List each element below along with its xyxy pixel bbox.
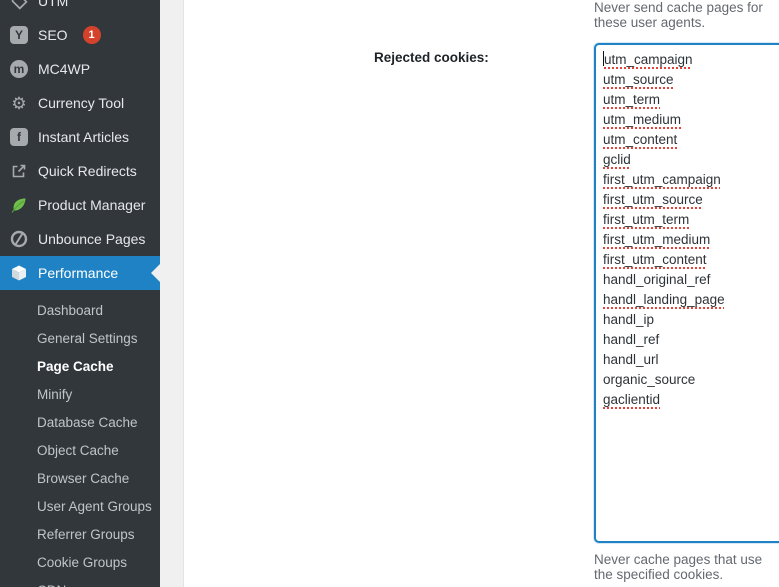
admin-content-gutter bbox=[160, 0, 183, 587]
cookie-line: first_utm_source bbox=[603, 192, 703, 207]
sidebar-item-quick-redirects[interactable]: Quick Redirects bbox=[0, 154, 160, 188]
admin-menu: UTM Y SEO 1 m MC4WP ⚙ Currency Tool f In… bbox=[0, 0, 160, 587]
mc4wp-icon: m bbox=[9, 59, 29, 79]
submenu-item-general-settings[interactable]: General Settings bbox=[37, 330, 138, 346]
rejected-cookies-label: Rejected cookies: bbox=[374, 50, 489, 65]
gear-icon: ⚙ bbox=[11, 93, 27, 113]
cookie-line: utm_term bbox=[603, 92, 661, 107]
sidebar-item-mc4wp[interactable]: m MC4WP bbox=[0, 52, 160, 86]
cookie-line: organic_source bbox=[603, 372, 696, 387]
user-agents-help-text: Never send cache pages for these user ag… bbox=[594, 0, 763, 30]
sidebar-item-label: Currency Tool bbox=[38, 95, 125, 111]
w3tc-cube-icon bbox=[9, 263, 29, 283]
sidebar-item-product-manager[interactable]: Product Manager bbox=[0, 188, 160, 222]
submenu-item-object-cache[interactable]: Object Cache bbox=[37, 442, 119, 458]
sidebar-item-label: MC4WP bbox=[38, 61, 91, 77]
submenu-item-cdn[interactable]: CDN bbox=[0, 576, 160, 587]
sidebar-item-label: Quick Redirects bbox=[38, 163, 137, 179]
cookie-line: utm_source bbox=[603, 72, 674, 87]
page-cache-settings-panel: Never send cache pages for these user ag… bbox=[183, 0, 779, 587]
facebook-icon: f bbox=[9, 127, 29, 147]
cookie-line: handl_original_ref bbox=[603, 272, 711, 287]
submenu-item-database-cache[interactable]: Database Cache bbox=[37, 414, 138, 430]
rejected-cookies-help-text: Never cache pages that use the specified… bbox=[594, 552, 763, 582]
seo-notification-badge: 1 bbox=[82, 26, 101, 44]
sidebar-item-utm[interactable]: UTM bbox=[0, 0, 160, 18]
text-caret bbox=[603, 51, 604, 66]
sidebar-item-instant-articles[interactable]: f Instant Articles bbox=[0, 120, 160, 154]
sidebar-item-label: Unbounce Pages bbox=[38, 231, 146, 247]
cookie-line: handl_ref bbox=[603, 332, 660, 347]
admin-sidebar: UTM Y SEO 1 m MC4WP ⚙ Currency Tool f In… bbox=[0, 0, 160, 587]
cookie-line: handl_landing_page bbox=[603, 292, 725, 307]
sidebar-item-label: UTM bbox=[38, 0, 69, 9]
rejected-cookies-textarea[interactable]: utm_campaign utm_source utm_term utm_med… bbox=[594, 43, 779, 543]
cookie-line: handl_url bbox=[603, 352, 659, 367]
sidebar-item-performance[interactable]: Performance bbox=[0, 256, 160, 290]
sidebar-item-label: SEO bbox=[38, 27, 68, 43]
cookie-line: utm_content bbox=[603, 132, 678, 147]
submenu-item-cookie-groups[interactable]: Cookie Groups bbox=[37, 554, 128, 570]
submenu-item-user-agent-groups[interactable]: User Agent Groups bbox=[37, 498, 152, 514]
cookie-line: utm_campaign bbox=[603, 51, 693, 67]
sidebar-item-unbounce-pages[interactable]: Unbounce Pages bbox=[0, 222, 160, 256]
submenu-item-referrer-groups[interactable]: Referrer Groups bbox=[37, 526, 135, 542]
yoast-seo-icon: Y bbox=[9, 25, 29, 45]
cookie-line: gclid bbox=[603, 152, 631, 167]
sidebar-item-currency-tool[interactable]: ⚙ Currency Tool bbox=[0, 86, 160, 120]
tag-icon bbox=[9, 0, 29, 11]
cookie-line: utm_medium bbox=[603, 112, 682, 127]
sidebar-item-label: Performance bbox=[38, 265, 119, 281]
cookie-line: handl_ip bbox=[603, 312, 655, 327]
sidebar-item-label: Product Manager bbox=[38, 197, 146, 213]
cookie-line: first_utm_medium bbox=[603, 232, 711, 247]
sidebar-item-seo[interactable]: Y SEO 1 bbox=[0, 18, 160, 52]
sidebar-item-label: Instant Articles bbox=[38, 129, 130, 145]
performance-submenu: Dashboard General Settings Page Cache Mi… bbox=[0, 290, 160, 587]
cookie-line: first_utm_content bbox=[603, 252, 707, 267]
leaf-icon bbox=[9, 195, 29, 215]
cookie-line: first_utm_campaign bbox=[603, 172, 721, 187]
unbounce-icon bbox=[9, 229, 29, 249]
submenu-item-minify[interactable]: Minify bbox=[37, 386, 73, 402]
cookie-line: gaclientid bbox=[603, 392, 661, 407]
submenu-item-dashboard[interactable]: Dashboard bbox=[37, 302, 104, 318]
external-link-icon bbox=[9, 161, 29, 181]
cookie-line: first_utm_term bbox=[603, 212, 690, 227]
submenu-item-browser-cache[interactable]: Browser Cache bbox=[37, 470, 130, 486]
submenu-item-page-cache[interactable]: Page Cache bbox=[37, 358, 114, 374]
